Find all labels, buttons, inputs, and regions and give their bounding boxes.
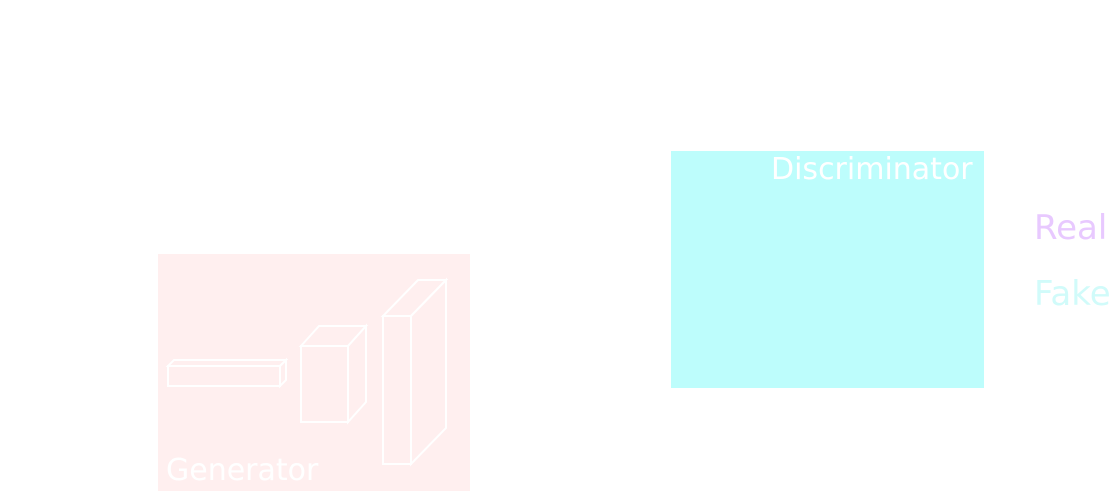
- latent-vector-bar: [165, 357, 289, 389]
- output-label-real: Real: [1034, 208, 1108, 248]
- feature-map-cube: [298, 323, 369, 425]
- generator-layers-illustration: [165, 277, 449, 467]
- generator-box: [158, 254, 470, 491]
- discriminator-box: [671, 151, 984, 388]
- generator-label: Generator: [166, 453, 319, 488]
- output-image-slab: [380, 277, 449, 467]
- output-label-fake: Fake: [1034, 274, 1111, 314]
- discriminator-label: Discriminator: [771, 152, 973, 187]
